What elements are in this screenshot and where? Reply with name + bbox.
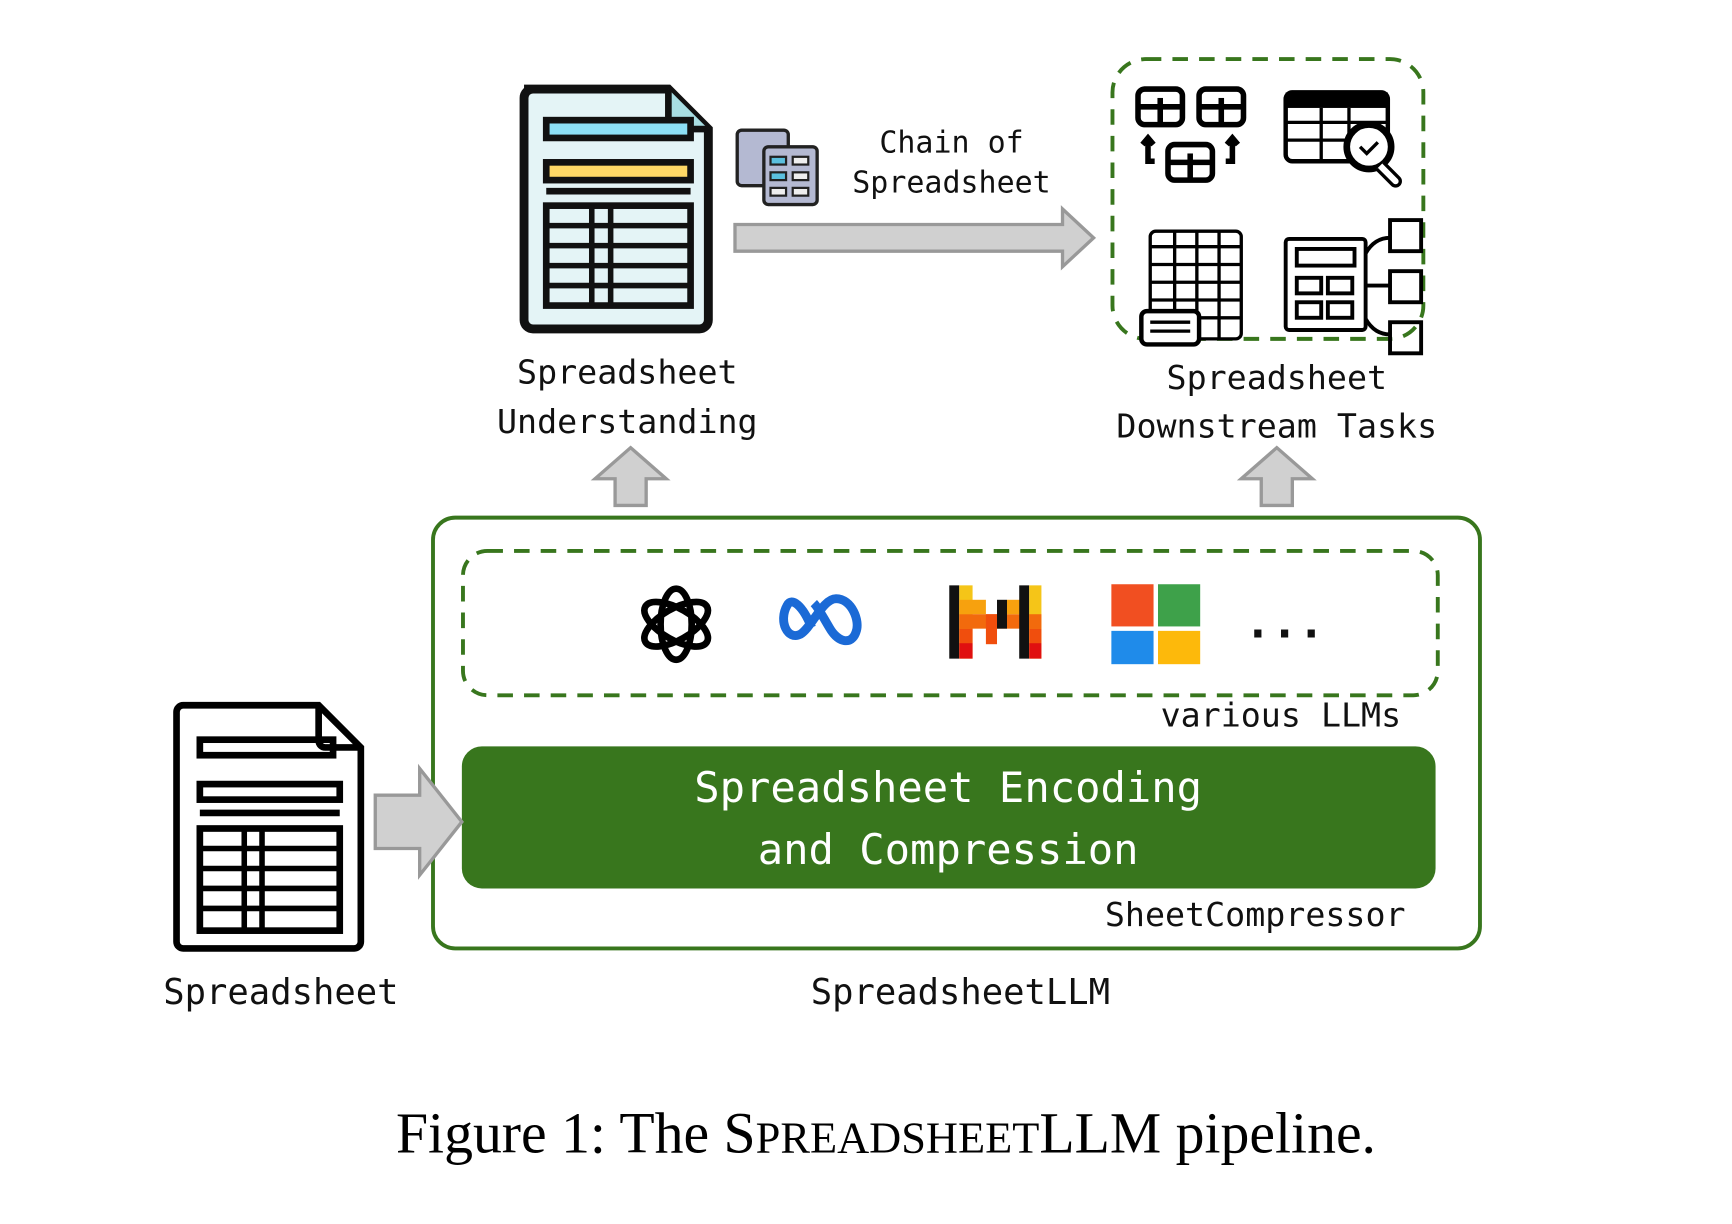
chain-of-spreadsheet-icon [735,128,819,207]
various-llms-box [461,548,1440,698]
caption-suffix: pipeline. [1161,1103,1376,1166]
chain-label-1: Chain of [879,125,1023,160]
table-search-icon [1283,90,1402,188]
downstream-tasks-box [1110,57,1426,341]
up-arrow-downstream [1236,445,1317,508]
downstream-label-1: Spreadsheet [1167,358,1388,397]
spreadsheet-understanding-icon [519,84,713,334]
caption-name-tail: LLM [1039,1103,1161,1166]
table-structure-icon [1283,218,1424,356]
various-llms-label: various LLMs [1161,695,1402,734]
caption-smallcaps-S: S [724,1103,756,1166]
sheetcompressor-label: SheetCompressor [1105,895,1406,934]
spreadsheetllm-box [431,515,1482,951]
figure-caption: Figure 1: The SPREADSHEETLLM pipeline. [396,1103,1376,1166]
spreadsheet-understanding-label-1: Spreadsheet [517,352,738,391]
caption-smallcaps-rest: PREADSHEET [756,1113,1040,1163]
chain-label-2: Spreadsheet [852,165,1050,200]
microsoft-logo-icon [1111,584,1201,665]
spreadsheet-understanding-label-2: Understanding [497,402,758,441]
mistral-logo-icon [949,585,1042,659]
downstream-label-2: Downstream Tasks [1116,407,1437,446]
encoding-compression-block [461,746,1436,889]
spreadsheet-label: Spreadsheet [163,972,398,1013]
chain-arrow [733,205,1097,271]
up-arrow-understanding [590,445,671,508]
more-llms-ellipsis: ... [1244,598,1324,649]
openai-logo-icon [641,585,712,664]
table-split-icon [1135,86,1247,183]
encoding-label-1: Spreadsheet Encoding [694,763,1202,812]
input-spreadsheet-icon [173,701,365,952]
meta-logo-icon [779,594,862,646]
caption-prefix: Figure 1: The [396,1103,724,1166]
encoding-label-2: and Compression [758,825,1139,874]
table-annotate-icon [1139,229,1243,347]
spreadsheetllm-label: SpreadsheetLLM [811,972,1110,1013]
input-arrow [373,763,464,880]
